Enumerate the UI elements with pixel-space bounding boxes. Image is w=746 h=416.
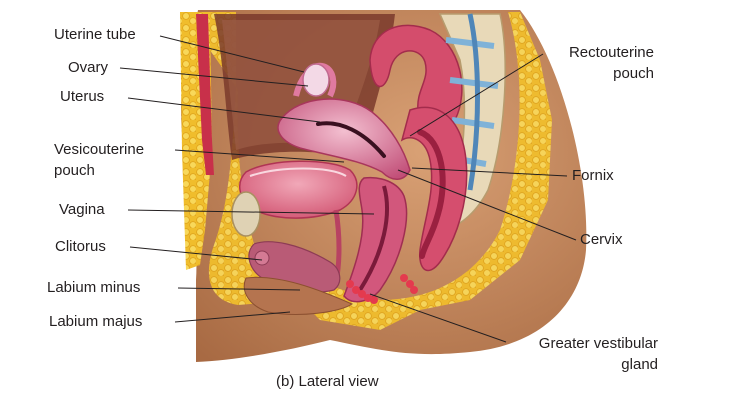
leader-uterus xyxy=(127,97,321,123)
rectum-inner xyxy=(417,129,446,259)
label-greater-vestibular-line2: gland xyxy=(621,356,658,373)
vestibular-glands xyxy=(346,274,418,304)
leader-ovary xyxy=(119,67,309,87)
clitoris-shape xyxy=(254,250,270,266)
vagina xyxy=(343,176,408,303)
pubic-bone xyxy=(231,191,261,237)
label-vagina: Vagina xyxy=(59,201,105,218)
leader-clitorus xyxy=(129,246,263,261)
label-fornix: Fornix xyxy=(572,167,614,184)
rectum xyxy=(400,106,468,272)
label-rectouterine-line1: Rectouterine xyxy=(568,44,654,61)
leader-lines xyxy=(119,35,577,343)
leader-greater-vestibular xyxy=(369,293,507,343)
label-labium-majus: Labium majus xyxy=(49,313,143,330)
leader-rectouterine xyxy=(409,53,544,137)
vaginal-canal xyxy=(358,185,389,292)
label-uterus: Uterus xyxy=(60,88,105,105)
label-uterine-tube: Uterine tube xyxy=(54,26,136,43)
leader-vagina xyxy=(127,209,375,215)
leader-fornix xyxy=(411,167,568,177)
spine-discs xyxy=(445,37,499,167)
label-clitorus: Clitorus xyxy=(55,238,106,255)
bladder-wall xyxy=(249,167,347,177)
ovary xyxy=(302,63,330,97)
label-labium-minus: Labium minus xyxy=(47,279,141,296)
label-ovary: Ovary xyxy=(68,59,109,76)
spinal-canal xyxy=(467,13,480,191)
leader-uterine-tube xyxy=(159,35,305,73)
label-vesicouterine-line2: pouch xyxy=(54,162,95,179)
leader-cervix xyxy=(397,169,577,241)
label-greater-vestibular-line1: Greater vestibular xyxy=(538,335,658,352)
figure-caption: (b) Lateral view xyxy=(276,373,379,390)
uterine-cavity xyxy=(316,121,386,158)
label-rectouterine-line2: pouch xyxy=(613,65,654,82)
leader-labium-majus xyxy=(174,311,291,323)
abdominal-muscle xyxy=(196,14,214,175)
uterus xyxy=(277,98,411,180)
labia-shape xyxy=(243,276,354,315)
label-cervix: Cervix xyxy=(580,231,623,248)
label-vesicouterine-line1: Vesicouterine xyxy=(54,141,145,158)
leader-vesicouterine xyxy=(174,149,345,163)
leader-labium-minus xyxy=(177,287,301,291)
